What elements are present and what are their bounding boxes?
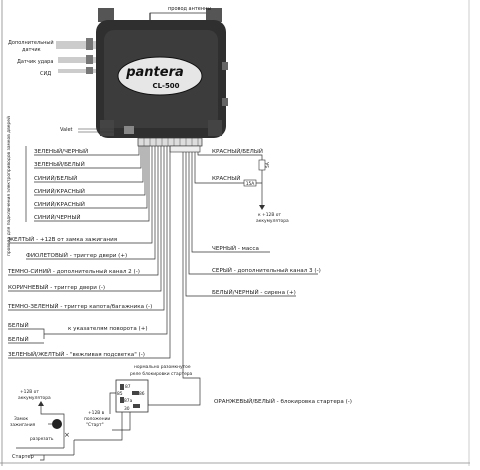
wire-label-white-1: БЕЛЫЙ xyxy=(8,322,29,329)
wire-label-green-yellow: ЗЕЛЕНЫЙ/ЖЕЛТЫЙ - "вежливая подсветка" (-… xyxy=(8,351,145,358)
left-inputs: Дополнительный датчик Датчик удара СИД xyxy=(8,38,96,77)
wire-label-violet: ФИОЛЕТОВЫЙ - триггер двери (+) xyxy=(26,252,127,259)
brand-logo: pantera xyxy=(125,65,184,80)
wire-label-green-black: ЗЕЛЕНЫЙ/ЧЕРНЫЙ xyxy=(34,148,88,155)
starter-battery-line-1: +12В от xyxy=(20,389,39,395)
fuse-main-label: 15A xyxy=(246,181,255,187)
wire-label-turn-signals: к указателям поворота (+) xyxy=(68,326,148,332)
wire-label-yellow: ЖЕЛТЫЙ - +12В от замка зажигания xyxy=(8,236,117,243)
wire-label-gray: СЕРЫЙ - дополнительный канал 3 (-) xyxy=(212,267,321,274)
input-label-aux-sensor-1: Дополнительный xyxy=(8,39,54,46)
wire-label-blue-red-2: СИНИЙ/КРАСНЫЙ xyxy=(34,201,85,208)
ignition-label-2: зажигания xyxy=(10,423,36,428)
wire-label-black-ground: ЧЕРНЫЙ - масса xyxy=(212,245,259,252)
wire-label-blue-white: СИНИЙ/БЕЛЫЙ xyxy=(34,175,77,182)
wire-label-green-white: ЗЕЛЕНЫЙ/БЕЛЫЙ xyxy=(34,161,85,168)
relay-caption-1: нормально разомкнутое xyxy=(134,365,191,370)
starter-circuit: +12В от аккумулятора Замок зажигания раз… xyxy=(10,389,75,461)
relay-pin-86: 86 xyxy=(139,391,145,397)
valet-button: Valet xyxy=(60,126,134,134)
ignition-label-1: Замок xyxy=(14,416,29,422)
relay-pin-85: 85 xyxy=(117,391,123,397)
model-label: CL-500 xyxy=(152,82,179,90)
relay-pin-87: 87 xyxy=(125,384,131,390)
relay-pin-30: 30 xyxy=(124,406,130,412)
wire-label-dark-blue: ТЕМНО-СИНИЙ - дополнительный канал 2 (-) xyxy=(7,268,140,275)
key-label-1: +12В в xyxy=(88,410,105,416)
wire-label-red-white: КРАСНЫЙ/БЕЛЫЙ xyxy=(212,148,263,155)
starter-battery-line-2: аккумулятора xyxy=(18,396,51,401)
input-label-aux-sensor-2: датчик xyxy=(22,47,41,53)
wire-label-blue-black: СИНИЙ/ЧЕРНЫЙ xyxy=(34,214,81,221)
key-label-2: положении xyxy=(84,417,110,422)
wire-label-brown: КОРИЧНЕВЫЙ - триггер двери (-) xyxy=(8,284,105,291)
alarm-control-unit: pantera CL-500 xyxy=(96,8,226,138)
relay-pin-87a: 87a xyxy=(124,398,133,404)
key-label-3: "Старт" xyxy=(86,422,104,428)
starter-label: Стартер xyxy=(12,454,34,460)
side-caption: провода для подключения электроприводов … xyxy=(5,116,12,256)
wire-label-white-2: БЕЛЫЙ xyxy=(8,336,29,343)
input-label-shock-sensor: Датчик удара xyxy=(17,59,53,65)
relay-caption-2: реле блокировки стартера xyxy=(130,370,193,377)
left-function-wires: ЖЕЛТЫЙ - +12В от замка зажигания ФИОЛЕТО… xyxy=(7,146,171,359)
battery-right-line-2: аккумулятора xyxy=(256,219,289,224)
valet-label: Valet xyxy=(60,127,73,133)
wire-label-red: КРАСНЫЙ xyxy=(212,175,240,182)
wire-label-white-black: БЕЛЫЙ/ЧЕРНЫЙ - сирена (+) xyxy=(212,289,296,296)
wire-label-blue-red-1: СИНИЙ/КРАСНЫЙ xyxy=(34,188,85,195)
battery-right-line-1: к +12В от xyxy=(258,212,281,218)
door-lock-wires: провода для подключения электроприводов … xyxy=(5,116,150,256)
wire-label-orange-white: ОРАНЖЕВЫЙ/БЕЛЫЙ - блокировка стартера (-… xyxy=(214,398,352,405)
input-label-led: СИД xyxy=(40,71,51,77)
wire-label-dark-green: ТЕМНО-ЗЕЛЕНЫЙ - триггер капота/багажника… xyxy=(7,303,152,310)
svg-text:×: × xyxy=(64,431,70,439)
starter-relay: нормально разомкнутое реле блокировки ст… xyxy=(74,365,193,441)
antenna-label: провод антенны xyxy=(168,6,211,12)
antenna-wire: провод антенны xyxy=(149,6,211,20)
cut-label: разрезать xyxy=(30,437,54,442)
fuse-small-label: 5A xyxy=(265,162,271,168)
right-function-wires: КРАСНЫЙ/БЕЛЫЙ 5A КРАСНЫЙ 15A к +12В от а… xyxy=(147,148,352,406)
